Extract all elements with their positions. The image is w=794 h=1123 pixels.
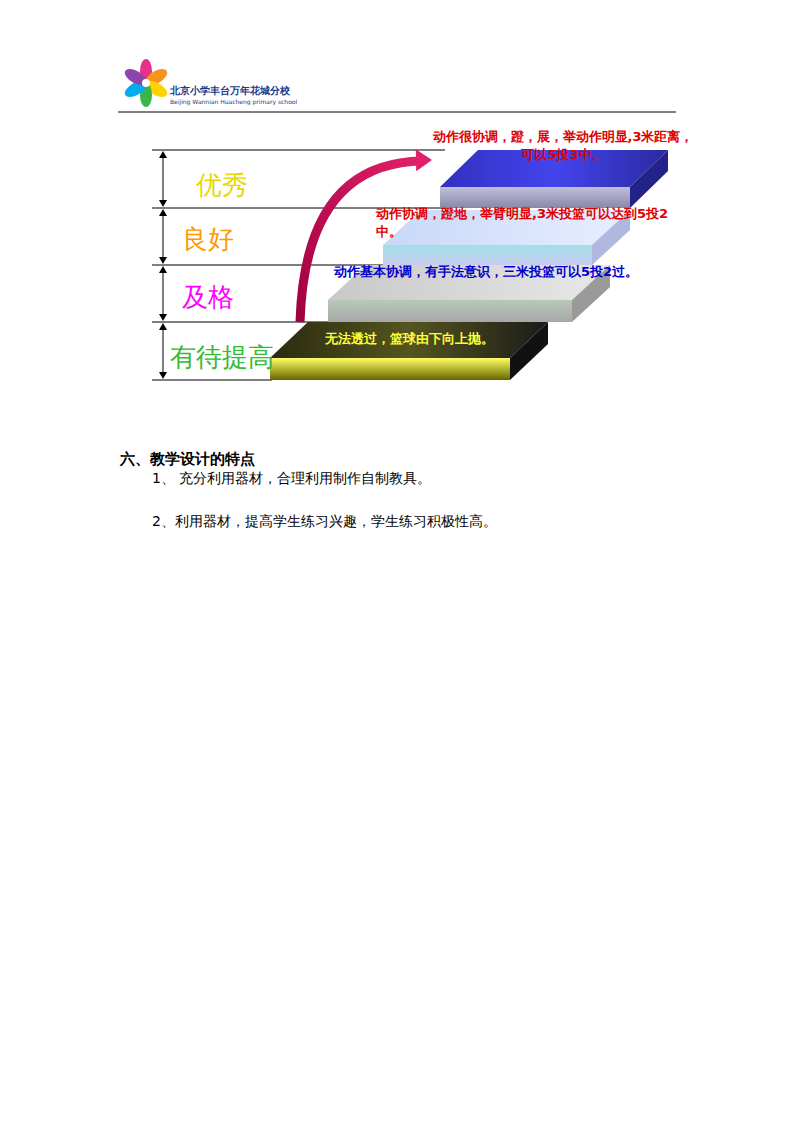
step-description: 动作很协调，蹬，展，举动作明显,3米距离，可以5投3中。 [432, 128, 694, 164]
school-name-en: Beijing Wannian Huacheng primary school [170, 98, 297, 106]
school-name: 北京小学丰台万年花城分校 [170, 84, 290, 97]
level-label: 良好 [182, 222, 234, 256]
level-label: 有待提高 [170, 340, 274, 374]
step-description: 动作基本协调，有手法意识，三米投篮可以5投2过。 [334, 263, 696, 281]
step-description: 动作协调，蹬地，举臂明显,3米投篮可以达到5投2中。 [376, 205, 682, 241]
step-block: 动作很协调，蹬，展，举动作明显,3米距离，可以5投3中。 [432, 128, 694, 208]
list-item: 2、利用器材，提高学生练习兴趣，学生练习积极性高。 [152, 512, 497, 530]
progress-arrow [300, 149, 432, 322]
level-label: 优秀 [196, 168, 248, 202]
step-description: 无法透过，篮球由下向上抛。 [325, 330, 505, 348]
step-block: 无法透过，篮球由下向上抛。 [270, 322, 550, 380]
section-heading: 六、教学设计的特点 [120, 449, 255, 469]
step-block: 动作基本协调，有手法意识，三米投篮可以5投2过。 [334, 262, 696, 322]
list-item: 1、 充分利用器材，合理利用制作自制教具。 [152, 469, 431, 487]
step-block: 动作协调，蹬地，举臂明显,3米投篮可以达到5投2中。 [376, 205, 686, 265]
level-label: 及格 [182, 280, 234, 314]
